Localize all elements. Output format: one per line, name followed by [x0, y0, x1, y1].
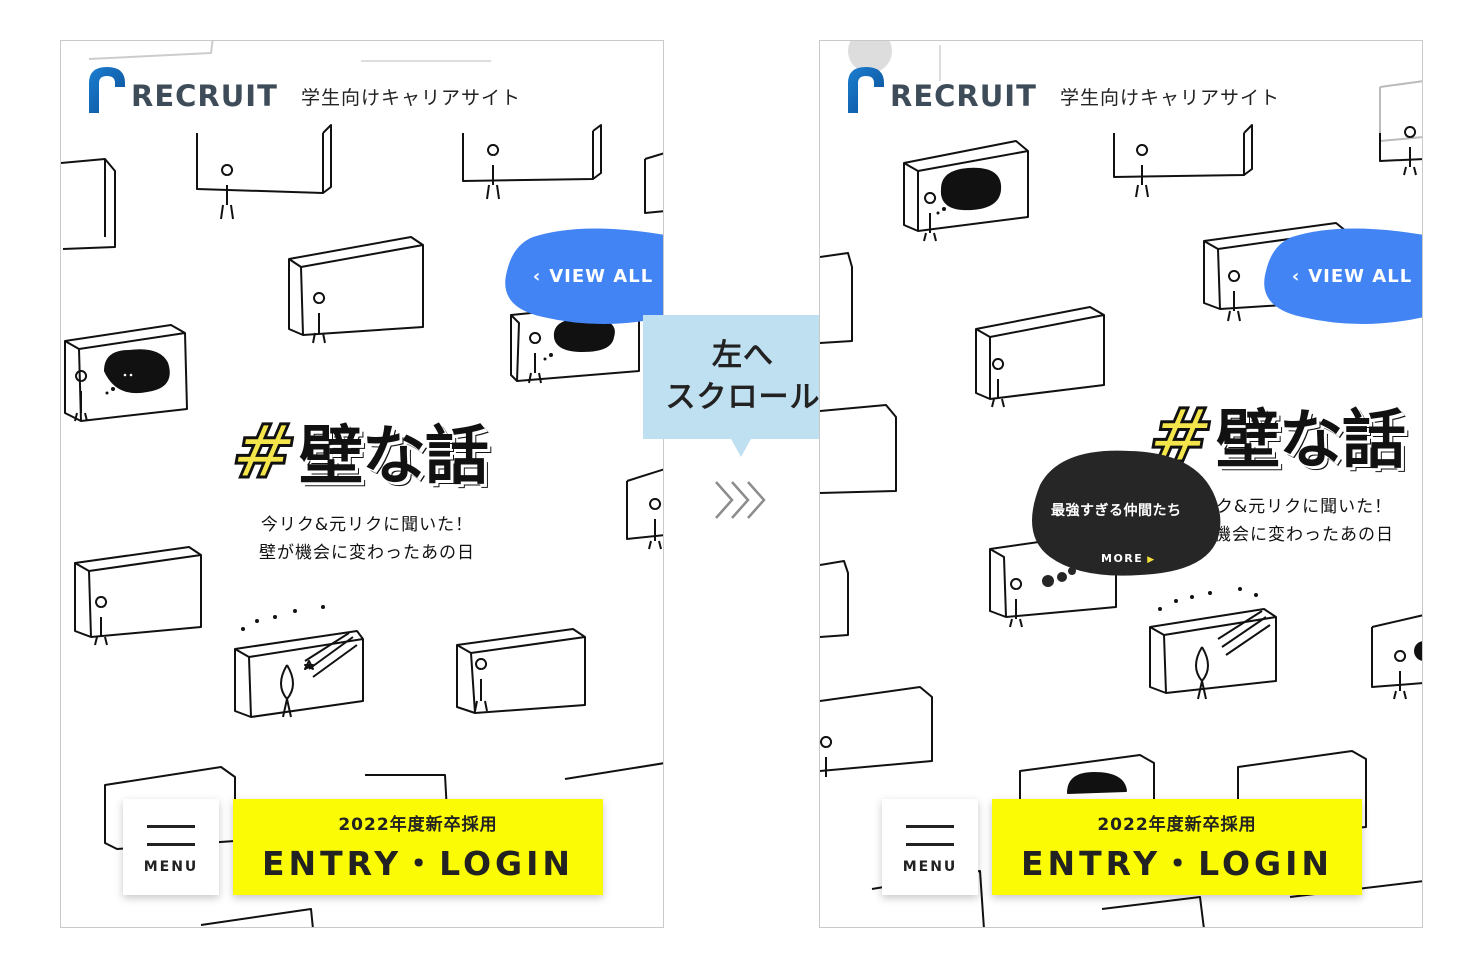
site-tagline: 学生向けキャリアサイト — [301, 87, 522, 109]
logo-wordmark: RECRUIT — [131, 79, 278, 113]
hamburger-icon — [147, 825, 195, 847]
chevron-left-icon: ‹ — [532, 265, 542, 287]
entry-login-button[interactable]: 2022年度新卒採用 ENTRY・LOGIN — [992, 799, 1362, 895]
view-all-label: VIEW ALL — [1308, 265, 1413, 287]
menu-button[interactable]: MENU — [882, 799, 978, 895]
menu-label: MENU — [902, 859, 958, 875]
entry-label: ENTRY・LOGIN — [1020, 843, 1334, 883]
view-all-button[interactable]: ‹ VIEW ALL — [1280, 259, 1422, 293]
view-all-blob — [1264, 228, 1422, 324]
chevron-left-icon: ‹ — [1291, 265, 1301, 287]
play-arrow-icon: ▶ — [1147, 555, 1156, 565]
entry-login-button[interactable]: 2022年度新卒採用 ENTRY・LOGIN — [233, 799, 603, 895]
more-link[interactable]: MORE▶ — [1101, 552, 1156, 565]
menu-label: MENU — [143, 859, 199, 875]
recruit-logo-mark-icon — [848, 67, 884, 113]
triple-chevron-right-icon — [715, 481, 766, 519]
screen-before-scroll: RECRUIT 学生向けキャリアサイト ‹ VIEW ALL # 壁な話 今リク… — [60, 40, 664, 928]
site-tagline: 学生向けキャリアサイト — [1060, 87, 1281, 109]
wall-illustration-background — [61, 41, 663, 927]
view-all-button[interactable]: ‹ VIEW ALL — [521, 259, 663, 293]
screen-after-scroll: RECRUIT 学生向けキャリアサイト ‹ VIEW ALL # 壁な話 今リク… — [819, 40, 1423, 928]
feature-title: 壁な話 — [299, 420, 489, 494]
view-all-label: VIEW ALL — [549, 265, 654, 287]
feature-headline[interactable]: # 壁な話 — [1141, 392, 1406, 481]
scroll-instruction-callout: 左へ スクロール — [643, 315, 843, 439]
view-all-blob — [505, 228, 663, 324]
speech-bubble-shape — [1032, 450, 1221, 587]
hashtag-mark: # — [224, 408, 304, 497]
feature-headline[interactable]: # 壁な話 — [224, 408, 489, 497]
entry-subtitle: 2022年度新卒採用 — [1097, 814, 1257, 835]
callout-tail — [731, 439, 751, 457]
menu-button[interactable]: MENU — [123, 799, 219, 895]
bubble-title: 最強すぎる仲間たち — [1051, 503, 1182, 519]
recruit-logo[interactable]: RECRUIT — [85, 59, 278, 115]
recruit-logo[interactable]: RECRUIT — [844, 59, 1037, 115]
feature-subtitle: 今リク&元リクに聞いた！ 壁が機会に変わったあの日 — [259, 515, 475, 563]
logo-wordmark: RECRUIT — [890, 79, 1037, 113]
entry-subtitle: 2022年度新卒採用 — [338, 814, 498, 835]
entry-label: ENTRY・LOGIN — [261, 843, 575, 883]
feature-title: 壁な話 — [1216, 404, 1406, 478]
recruit-logo-mark-icon — [89, 67, 125, 113]
hamburger-icon — [906, 825, 954, 847]
feature-subtitle: 今リク&元リクに聞いた！ 壁が機会に変わったあの日 — [1178, 497, 1394, 545]
